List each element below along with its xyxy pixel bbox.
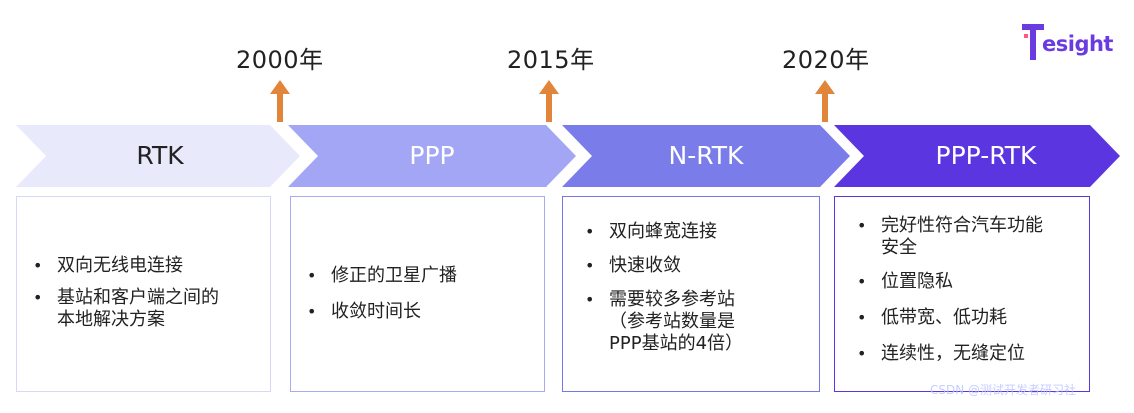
chevron-nrtk: [562, 125, 850, 187]
chevron-ppp: [288, 125, 576, 187]
list-item: 低带宽、低功耗: [855, 307, 1043, 329]
arrow-up-icon: [539, 80, 559, 122]
arrow-up-icon: [815, 80, 835, 122]
card-ppp: 修正的卫星广播 收敛时间长: [290, 196, 545, 392]
phase-label-ppp: PPP: [409, 141, 455, 170]
phase-label-rtk: RTK: [136, 141, 184, 170]
card-ppp-list: 修正的卫星广播 收敛时间长: [305, 265, 457, 323]
timeline-chevron-band: [16, 125, 1120, 187]
list-item: 修正的卫星广播: [305, 265, 457, 287]
list-item: 收敛时间长: [305, 301, 457, 323]
year-label-2000: 2000年: [236, 46, 324, 74]
year-label-2020: 2020年: [782, 46, 870, 74]
chevron-pppltk: [834, 125, 1120, 187]
list-item: 双向无线电连接: [31, 255, 219, 277]
logo-wordmark: esight: [1042, 32, 1113, 56]
watermark: CSDN @测试开发者研习社: [930, 383, 1077, 397]
list-item: 位置隐私: [855, 271, 1043, 293]
chevron-rtk: [16, 125, 300, 187]
list-item: 连续性，无缝定位: [855, 343, 1043, 365]
brand-logo: esight: [1022, 18, 1114, 68]
arrow-up-icon: [270, 80, 290, 122]
list-item: 双向蜂宽连接: [583, 221, 743, 243]
year-label-2015: 2015年: [507, 46, 595, 74]
phase-label-ppprtk: PPP-RTK: [935, 141, 1037, 170]
list-item: 快速收敛: [583, 255, 743, 277]
phase-label-nrtk: N-RTK: [668, 141, 744, 170]
tesight-logo-icon: [1022, 24, 1044, 60]
